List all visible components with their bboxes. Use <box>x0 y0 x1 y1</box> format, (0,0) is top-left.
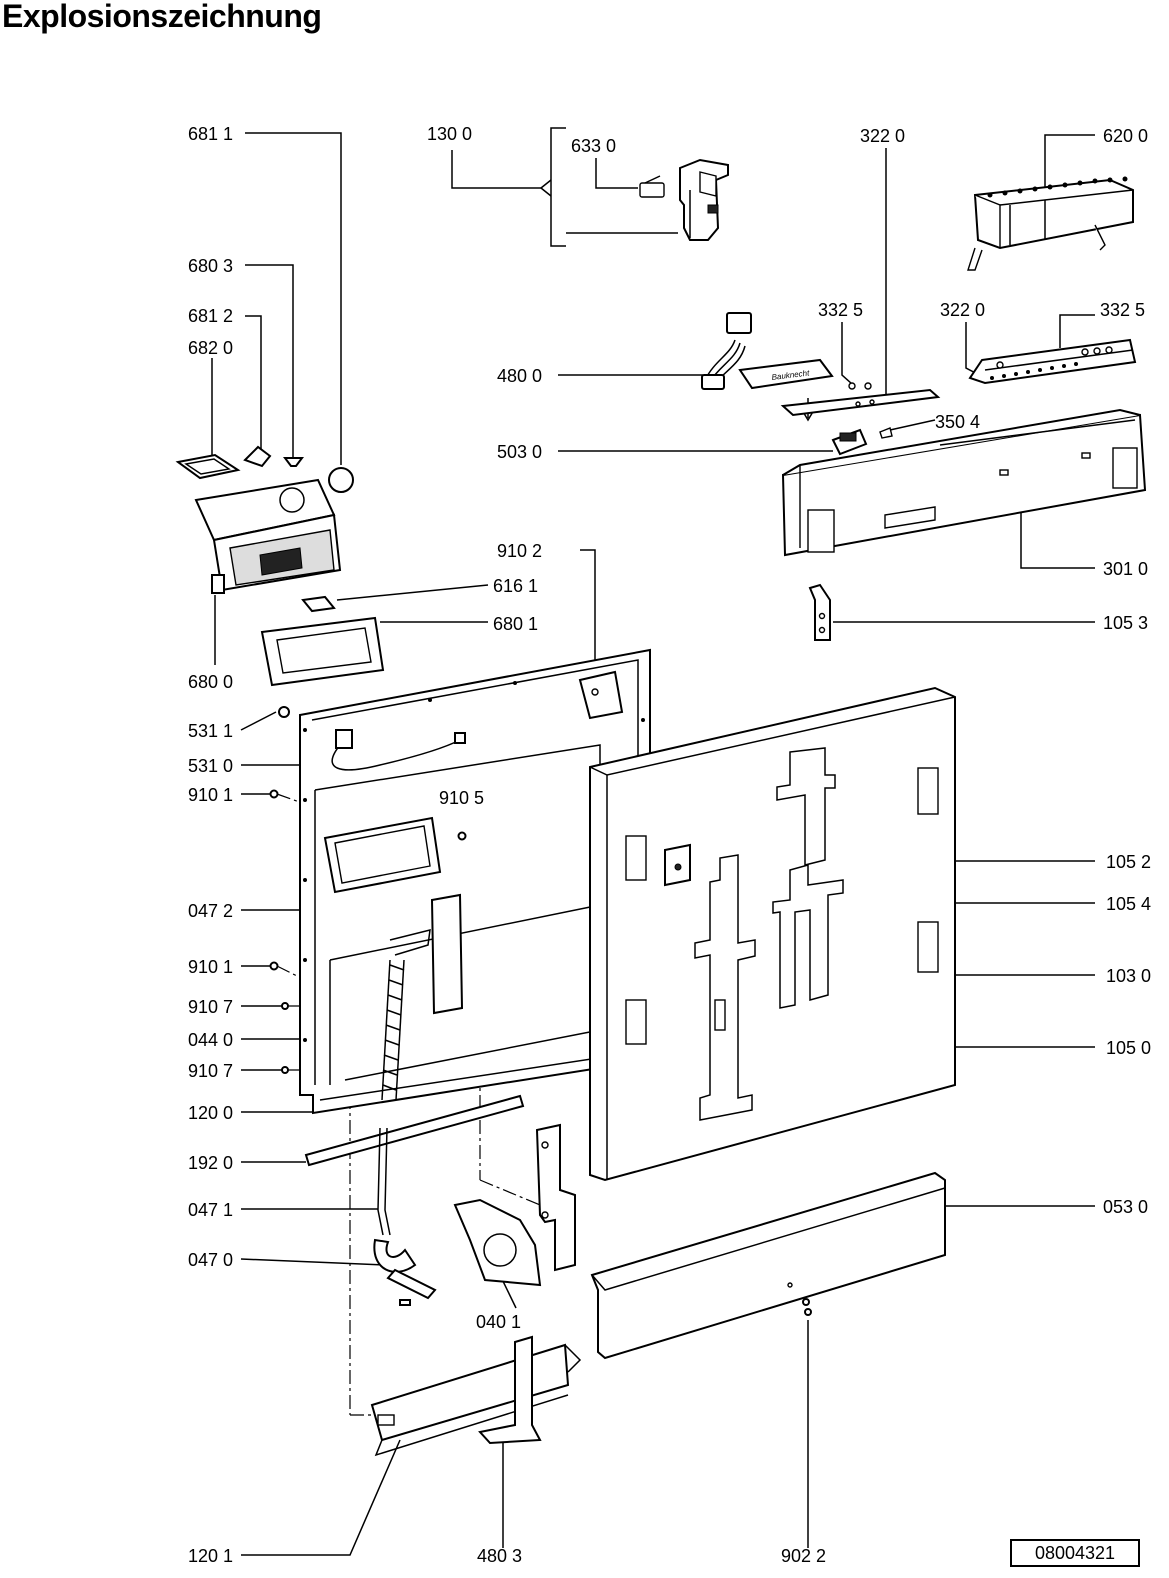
label-910-5: 910 5 <box>439 788 484 808</box>
label-910-7: 910 7 <box>188 997 233 1017</box>
part-103-0-outer-door <box>589 686 956 1182</box>
label-680-0: 680 0 <box>188 672 233 692</box>
label-910-2: 910 2 <box>497 541 542 561</box>
part-681-1-ring <box>328 467 354 493</box>
label-350-4: 350 4 <box>935 412 980 432</box>
part-480-3-foot <box>478 1335 542 1445</box>
part-681-2-lever <box>243 445 272 468</box>
part-301-0-control-panel <box>781 408 1147 557</box>
label-910-7-b: 910 7 <box>188 1061 233 1081</box>
label-531-0: 531 0 <box>188 756 233 776</box>
part-047-1-cable <box>377 1127 391 1236</box>
part-053-0-kick-plate <box>590 1171 946 1360</box>
label-040-1: 040 1 <box>476 1312 521 1332</box>
label-480-3: 480 3 <box>477 1546 522 1566</box>
label-047-1: 047 1 <box>188 1200 233 1220</box>
label-322-0-b: 322 0 <box>940 300 985 320</box>
label-680-3: 680 3 <box>188 256 233 276</box>
part-047-2-hook <box>389 929 431 956</box>
part-633-0-micro-switch <box>639 175 665 198</box>
label-103-0: 103 0 <box>1106 966 1151 986</box>
page-title: Explosionszeichnung <box>2 0 322 34</box>
label-053-0: 053 0 <box>1103 1197 1148 1217</box>
label-503-0: 503 0 <box>497 442 542 462</box>
label-105-4: 105 4 <box>1106 894 1151 914</box>
label-680-1: 680 1 <box>493 614 538 634</box>
label-681-1: 681 1 <box>188 124 233 144</box>
part-480-0-wiring-harness <box>701 312 752 390</box>
label-902-2: 902 2 <box>781 1546 826 1566</box>
label-480-0: 480 0 <box>497 366 542 386</box>
part-labels: 681 1 130 0 633 0 322 0 620 0 680 3 681 … <box>188 124 1151 1566</box>
part-680-3-cap <box>283 457 304 467</box>
label-531-1: 531 1 <box>188 721 233 741</box>
document-number: 08004321 <box>1010 1539 1140 1567</box>
label-120-0: 120 0 <box>188 1103 233 1123</box>
label-620-0: 620 0 <box>1103 126 1148 146</box>
part-680-0-dispenser <box>194 478 342 594</box>
part-620-0-electronic-module <box>967 176 1134 271</box>
part-902-2-screw <box>802 1298 812 1316</box>
label-105-0: 105 0 <box>1106 1038 1151 1058</box>
part-322-0-rail <box>968 338 1137 385</box>
label-044-0: 044 0 <box>188 1030 233 1050</box>
label-105-3: 105 3 <box>1103 613 1148 633</box>
part-531-1-nut <box>278 706 290 718</box>
part-503-0-sensor <box>831 428 868 456</box>
label-332-5: 332 5 <box>818 300 863 320</box>
label-105-2: 105 2 <box>1106 852 1151 872</box>
label-301-0: 301 0 <box>1103 559 1148 579</box>
label-682-0: 682 0 <box>188 338 233 358</box>
part-531-0-cable <box>331 729 466 771</box>
part-910-screws <box>269 789 467 1074</box>
part-044-0-spring <box>381 959 405 1101</box>
label-130-0: 130 0 <box>427 124 472 144</box>
label-120-1: 120 1 <box>188 1546 233 1566</box>
part-682-0-gasket <box>175 453 241 480</box>
part-047-0-pulley <box>373 1238 437 1306</box>
part-680-1-seal <box>260 616 385 687</box>
label-192-0: 192 0 <box>188 1153 233 1173</box>
part-332-5-screws <box>848 382 872 390</box>
label-047-0: 047 0 <box>188 1250 233 1270</box>
part-120-1-lower-strip <box>370 1343 582 1457</box>
part-105-2-clip <box>664 843 691 887</box>
part-616-1-flap <box>301 595 336 613</box>
part-130-0-door-lock <box>679 158 729 241</box>
label-322-0: 322 0 <box>860 126 905 146</box>
part-105-3-bracket <box>808 583 831 641</box>
part-192-0-rail <box>304 1094 525 1167</box>
part-322-0-cover-strip <box>780 388 941 417</box>
part-350-4-clip <box>879 427 893 439</box>
label-910-1-b: 910 1 <box>188 957 233 977</box>
label-633-0: 633 0 <box>571 136 616 156</box>
label-047-2: 047 2 <box>188 901 233 921</box>
part-040-1-hinge <box>453 1123 576 1287</box>
label-910-1: 910 1 <box>188 785 233 805</box>
label-681-2: 681 2 <box>188 306 233 326</box>
label-616-1: 616 1 <box>493 576 538 596</box>
label-332-5-b: 332 5 <box>1100 300 1145 320</box>
